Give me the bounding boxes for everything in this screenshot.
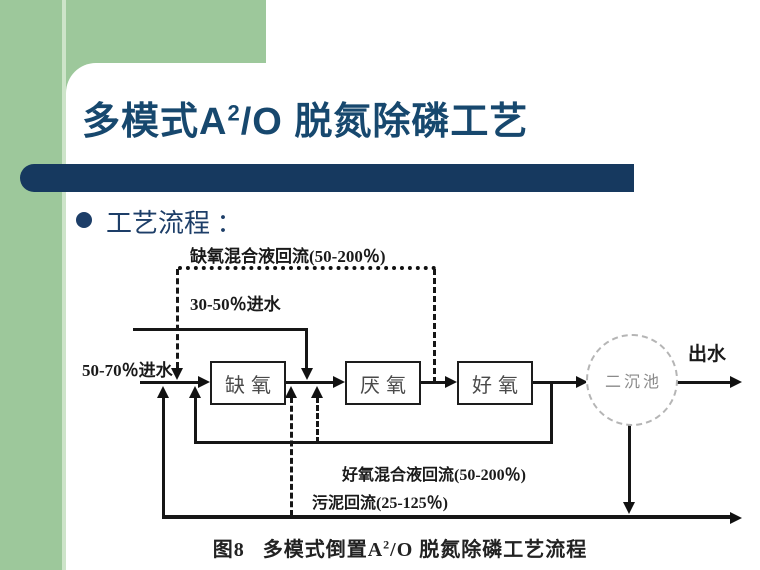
sludge-return-label: 污泥回流(25-125％) xyxy=(312,495,448,512)
aerobic-recycle-drop-line xyxy=(550,383,553,444)
arrow-mode-option-left-icon xyxy=(285,386,297,398)
arrow-into-anoxic-icon xyxy=(198,376,210,388)
feed-50-70-label: 50-70％进水 xyxy=(82,361,173,380)
aerobic-tank-label: 好氧 xyxy=(472,374,524,397)
clarifier-sludge-drop-line xyxy=(628,422,631,504)
feed-30-50-line-horizontal xyxy=(133,328,308,331)
title-underline-bar xyxy=(20,164,634,192)
anoxic-tank-label: 缺氧 xyxy=(225,374,277,397)
mode-option-dashed-line-left xyxy=(290,397,293,516)
sludge-return-riser-line xyxy=(162,397,165,518)
aerobic-recycle-horizontal-line xyxy=(194,441,553,444)
aerobic-recycle-label: 好氧混合液回流(50-200％) xyxy=(342,467,526,484)
arrow-effluent-icon xyxy=(730,376,742,388)
anoxic-recycle-left-dashed-line xyxy=(176,269,179,368)
anoxic-recycle-right-dashed-line xyxy=(433,269,436,383)
arrow-anoxic-recycle-down-icon xyxy=(171,368,183,380)
arrow-sludge-return-up-icon xyxy=(157,386,169,398)
arrow-mode-option-right-icon xyxy=(311,386,323,398)
secondary-clarifier-circle: 二沉池 xyxy=(586,334,678,426)
aerobic-recycle-riser-line xyxy=(194,397,197,444)
figure-number: 图8 xyxy=(212,539,245,561)
bullet-icon xyxy=(76,212,92,228)
slide-content-card xyxy=(66,63,760,570)
anaerobic-to-aerobic-line xyxy=(418,381,447,384)
effluent-label: 出水 xyxy=(688,344,727,365)
title-superscript: 2 xyxy=(227,100,241,126)
aerobic-tank-box: 好氧 xyxy=(457,361,533,405)
arrow-into-anaerobic-icon xyxy=(333,376,345,388)
arrow-feed-30-50-down-icon xyxy=(301,368,313,380)
anoxic-recycle-dotted-line xyxy=(178,266,436,270)
page-title: 多模式A2/O 脱氮除磷工艺 xyxy=(82,100,529,143)
feed-30-50-label: 30-50％进水 xyxy=(190,295,281,314)
secondary-clarifier-label: 二沉池 xyxy=(604,374,662,391)
arrow-into-aerobic-icon xyxy=(445,376,457,388)
arrow-into-clarifier-icon xyxy=(576,376,588,388)
anaerobic-tank-label: 厌氧 xyxy=(360,374,412,397)
anoxic-tank-box: 缺氧 xyxy=(210,361,286,405)
anoxic-recycle-label: 缺氧混合液回流(50-200％) xyxy=(190,247,386,266)
feed-30-50-line-vertical xyxy=(305,328,308,370)
arrow-waste-sludge-icon xyxy=(730,512,742,524)
arrow-sludge-drop-icon xyxy=(623,502,635,514)
bullet-label: 工艺流程 ： xyxy=(106,209,243,238)
mode-option-dashed-line-right xyxy=(316,397,319,443)
green-sidebar-band xyxy=(0,0,66,570)
anaerobic-tank-box: 厌氧 xyxy=(345,361,421,405)
arrow-aerobic-recycle-up-icon xyxy=(189,386,201,398)
aerobic-to-clarifier-line xyxy=(530,381,578,384)
sludge-return-bottom-line xyxy=(162,515,732,519)
effluent-line xyxy=(675,381,732,384)
feed-50-70-line xyxy=(140,381,198,384)
anoxic-to-anaerobic-line xyxy=(283,381,335,384)
